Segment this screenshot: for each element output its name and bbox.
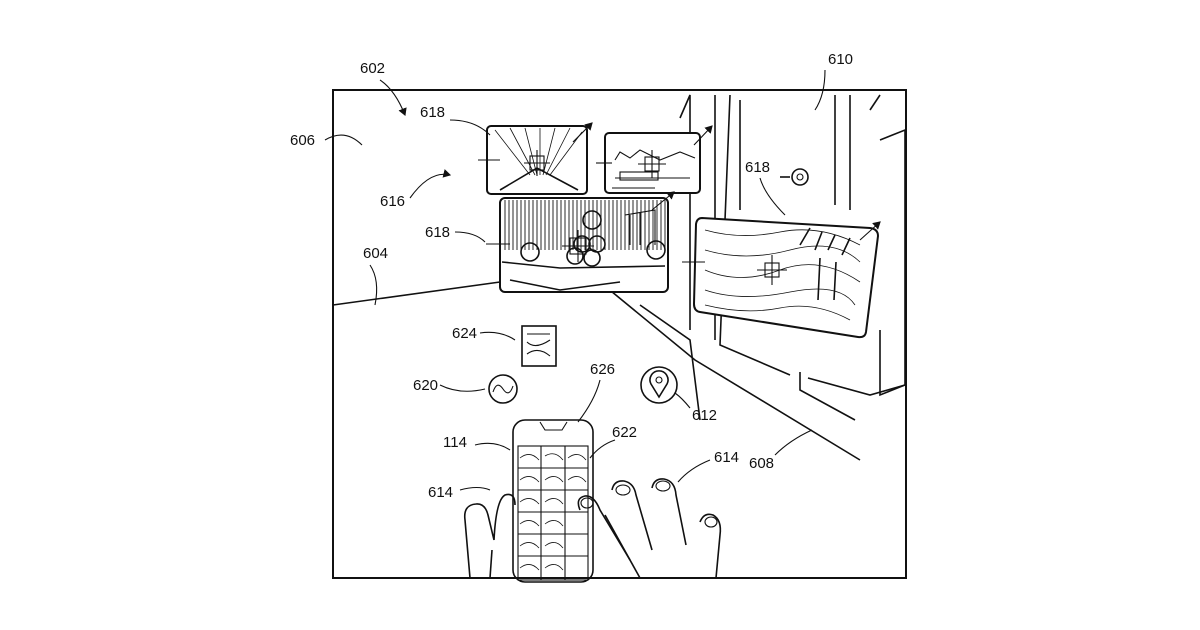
virtual-panel-landscape (682, 218, 880, 337)
door-knob (792, 169, 808, 185)
location-pin-icon-612 (641, 367, 677, 403)
label-626: 626 (590, 361, 615, 378)
label-608: 608 (749, 455, 774, 472)
virtual-panel-spheres (486, 192, 674, 292)
label-618-center: 618 (425, 224, 450, 241)
label-624: 624 (452, 325, 477, 342)
left-hand (465, 494, 515, 578)
label-622: 622 (612, 424, 637, 441)
phone-photo-grid-622 (518, 446, 588, 580)
label-114: 114 (443, 434, 467, 451)
label-610: 610 (828, 51, 853, 68)
label-618-top: 618 (420, 104, 445, 121)
label-614-left: 614 (428, 484, 453, 501)
virtual-panel-building (478, 123, 592, 194)
label-618-right: 618 (745, 159, 770, 176)
thumbnail-624 (522, 326, 556, 366)
label-612: 612 (692, 407, 717, 424)
label-606: 606 (290, 132, 315, 149)
label-602: 602 (360, 60, 385, 77)
label-616: 616 (380, 193, 405, 210)
label-604: 604 (363, 245, 388, 262)
label-620: 620 (413, 377, 438, 394)
virtual-panel-harbor (596, 126, 712, 193)
right-hand (578, 479, 720, 578)
circular-icon-620 (489, 375, 517, 403)
label-614-right: 614 (714, 449, 739, 466)
